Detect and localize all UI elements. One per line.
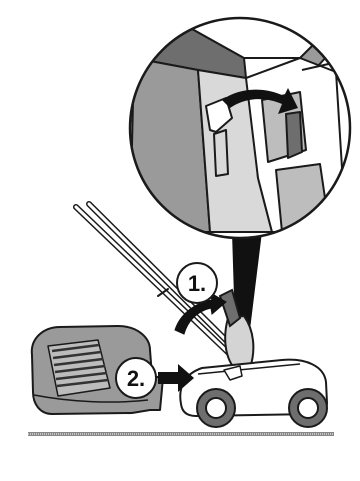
step-2-callout: 2. <box>116 358 156 398</box>
front-wheel <box>197 389 235 427</box>
rear-wheel <box>289 389 327 427</box>
ground-line <box>28 432 334 436</box>
detail-magnifier <box>130 8 360 238</box>
step-2-label: 2. <box>127 366 145 391</box>
step-1-callout: 1. <box>177 263 217 303</box>
step-1-label: 1. <box>188 271 206 296</box>
